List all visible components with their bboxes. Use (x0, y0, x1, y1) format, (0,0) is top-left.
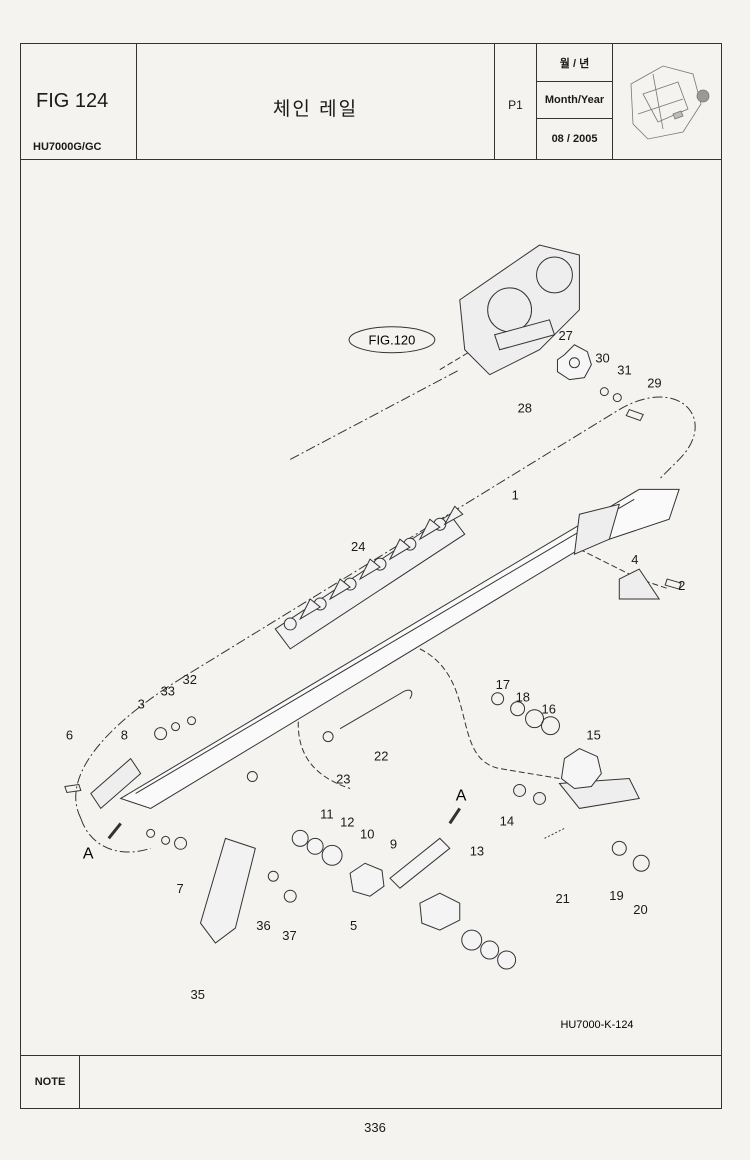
gearbox-assembly (459, 244, 580, 376)
callout: 23 (336, 771, 350, 786)
callout: 19 (609, 888, 623, 903)
guide-plate-35 (199, 837, 256, 944)
washer-19 (611, 840, 627, 856)
callout: 22 (374, 749, 388, 764)
machine-thumbnail (630, 65, 710, 140)
callout: 17 (496, 677, 510, 692)
page-number: 336 (364, 1120, 386, 1135)
spacer-23b (246, 771, 258, 783)
nut-7 (174, 836, 188, 850)
callout: 27 (558, 328, 572, 343)
callout: 6 (66, 728, 73, 743)
sprocket-28 (556, 344, 592, 381)
callout: 4 (631, 552, 638, 567)
callout: 15 (586, 728, 600, 743)
callout: 31 (617, 363, 631, 378)
chain-links (274, 505, 466, 650)
parts-sheet: FIG 124 HU7000G/GC 체인 레일 P1 월 / 년 Month/… (20, 43, 722, 1109)
page-title: 체인 레일 (272, 99, 359, 120)
callout: 35 (191, 987, 205, 1002)
callout: 3 (138, 697, 145, 712)
washer-32 (187, 716, 196, 726)
page-part: P1 (508, 98, 523, 112)
callout: 18 (516, 690, 530, 705)
callout: 36 (256, 918, 270, 933)
view-arrow-right (448, 807, 461, 825)
fig-number: FIG 124 (36, 90, 109, 112)
callout: 12 (340, 814, 354, 829)
page-part-cell: P1 (495, 44, 537, 159)
callout: 20 (633, 902, 647, 917)
note-row: NOTE (21, 1055, 721, 1108)
plate-8 (90, 757, 142, 810)
callout: 37 (282, 928, 296, 943)
rod-22 (339, 689, 413, 730)
washer-33 (171, 722, 181, 732)
callout: 10 (360, 826, 374, 841)
thumbnail-cell (613, 44, 721, 159)
callout: 16 (542, 702, 556, 717)
bearing-16 (525, 709, 545, 729)
view-arrow-left (107, 822, 122, 840)
fig-cell: FIG 124 HU7000G/GC (21, 44, 137, 159)
note-label: NOTE (21, 1056, 80, 1108)
callout: 7 (177, 881, 184, 896)
washer-31 (612, 393, 622, 403)
callout-labels: 1 2 3 4 5 6 7 8 9 10 11 12 13 14 15 16 1… (66, 328, 685, 1002)
exploded-parts-drawing: FIG.120 A A 1 2 3 4 5 6 7 8 9 10 11 12 1… (64, 244, 696, 1031)
sprocket-15 (560, 748, 602, 790)
bracket-4 (618, 568, 661, 600)
model-code: HU7000G/GC (33, 141, 102, 153)
chain-rail (119, 488, 680, 809)
nut-3 (154, 727, 168, 741)
view-label-left: A (83, 845, 94, 862)
callout: 24 (351, 539, 365, 554)
bearing-16b (541, 716, 560, 736)
callout: 1 (512, 487, 519, 502)
header-table: FIG 124 HU7000G/GC 체인 레일 P1 월 / 년 Month/… (21, 44, 721, 160)
ring-18 (510, 701, 526, 717)
drawing-code: HU7000-K-124 (560, 1019, 633, 1031)
callout: 14 (500, 813, 514, 828)
callout: 11 (320, 806, 333, 821)
callout: 28 (518, 401, 532, 416)
idler-assembly (291, 829, 517, 970)
spacer-23 (322, 731, 334, 743)
washer-36 (267, 870, 279, 882)
callout: 8 (121, 728, 128, 743)
washer-30 (599, 387, 609, 397)
callout: 21 (555, 891, 569, 906)
date-cell: 월 / 년 Month/Year 08 / 2005 (537, 44, 613, 159)
washer-33b (161, 835, 171, 845)
callout: 33 (161, 684, 175, 699)
view-label-right: A (456, 787, 467, 804)
callout: 29 (647, 376, 661, 391)
callout: 2 (678, 578, 685, 593)
date-label-en: Month/Year (537, 81, 612, 119)
callout: 13 (470, 843, 484, 858)
bolt-29 (625, 408, 644, 422)
bolt-6 (64, 783, 82, 794)
callout: 5 (350, 918, 357, 933)
nut-37 (283, 889, 297, 903)
callout: 9 (390, 836, 397, 851)
callout: 32 (183, 672, 197, 687)
title-cell: 체인 레일 (137, 44, 495, 159)
fig-ref-label: FIG.120 (369, 333, 416, 348)
ring-17 (491, 692, 505, 706)
ring-20 (632, 854, 650, 872)
chain-loop-outline (75, 396, 696, 819)
washer-32b (146, 828, 156, 838)
date-value: 08 / 2005 (551, 132, 598, 145)
date-label-kr: 월 / 년 (537, 44, 612, 82)
fig-ref-badge (348, 326, 436, 354)
bolt-2 (664, 578, 682, 590)
callout: 30 (595, 351, 609, 366)
